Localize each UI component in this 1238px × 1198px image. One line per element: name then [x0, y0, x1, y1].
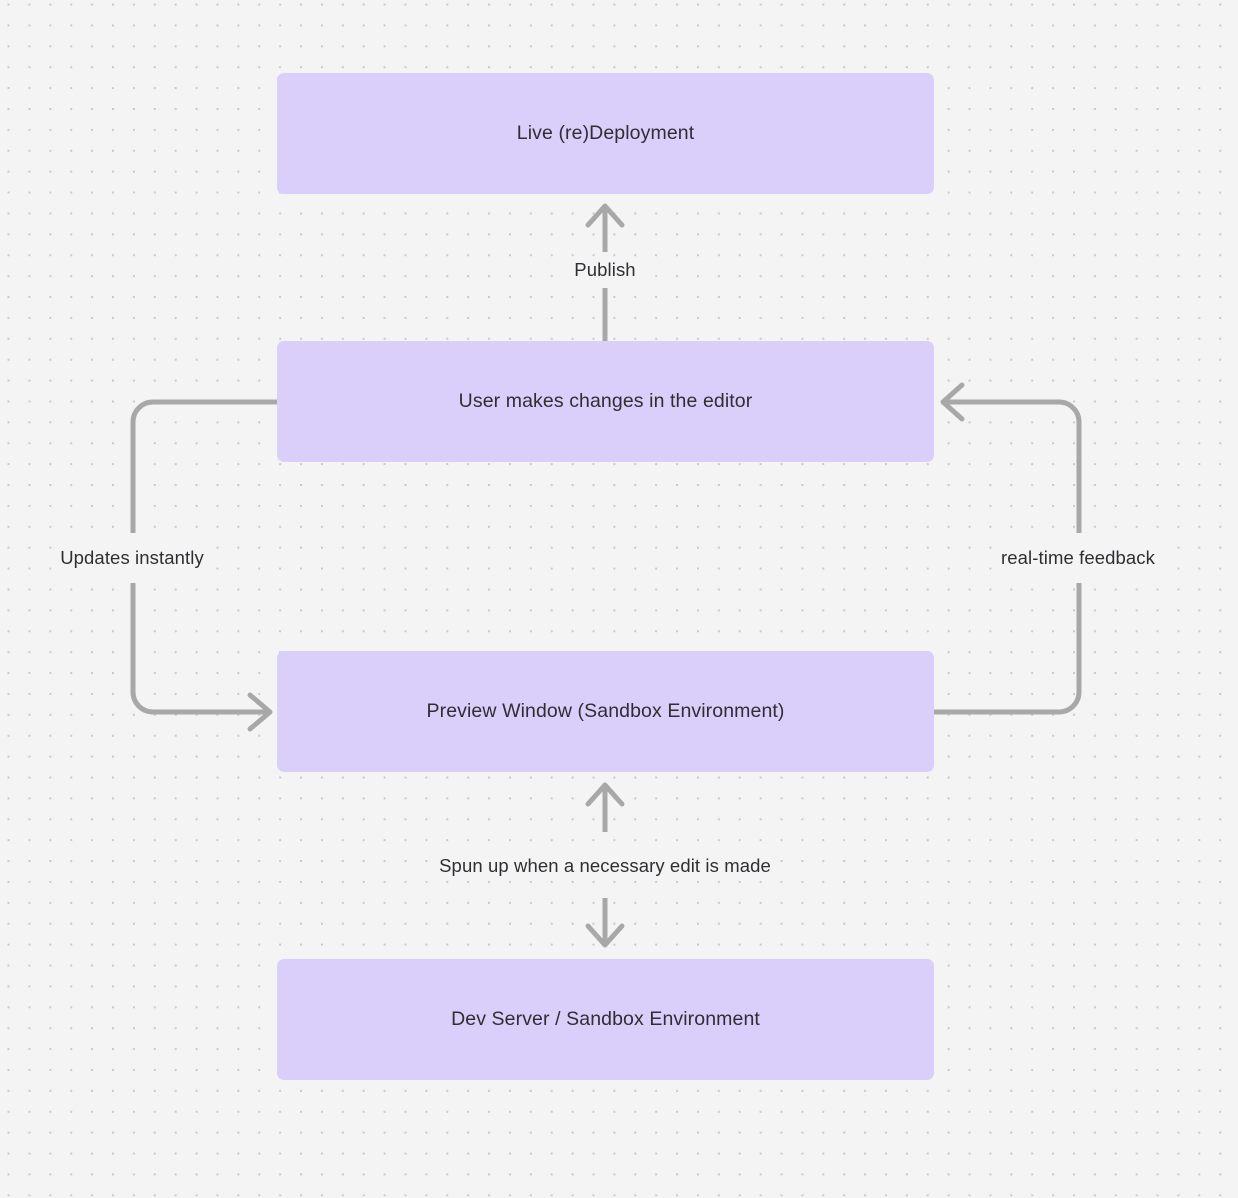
node-label: User makes changes in the editor — [458, 389, 753, 412]
edge-publish — [585, 203, 625, 341]
node-dev-server[interactable]: Dev Server / Sandbox Environment — [277, 959, 934, 1080]
edge-spun-up — [585, 782, 625, 948]
node-label: Preview Window (Sandbox Environment) — [426, 699, 785, 722]
edge-updates-instantly — [130, 399, 277, 732]
edge-label-real-time-feedback: real-time feedback — [995, 545, 1161, 571]
edge-label-publish: Publish — [568, 257, 642, 283]
edge-label-spun-up: Spun up when a necessary edit is made — [433, 853, 777, 879]
node-live-deployment[interactable]: Live (re)Deployment — [277, 73, 934, 194]
edge-real-time-feedback — [934, 382, 1082, 715]
node-preview-window[interactable]: Preview Window (Sandbox Environment) — [277, 651, 934, 772]
node-label: Dev Server / Sandbox Environment — [451, 1007, 760, 1030]
node-label: Live (re)Deployment — [516, 121, 695, 144]
edge-label-updates-instantly: Updates instantly — [54, 545, 210, 571]
node-user-edits[interactable]: User makes changes in the editor — [277, 341, 934, 462]
